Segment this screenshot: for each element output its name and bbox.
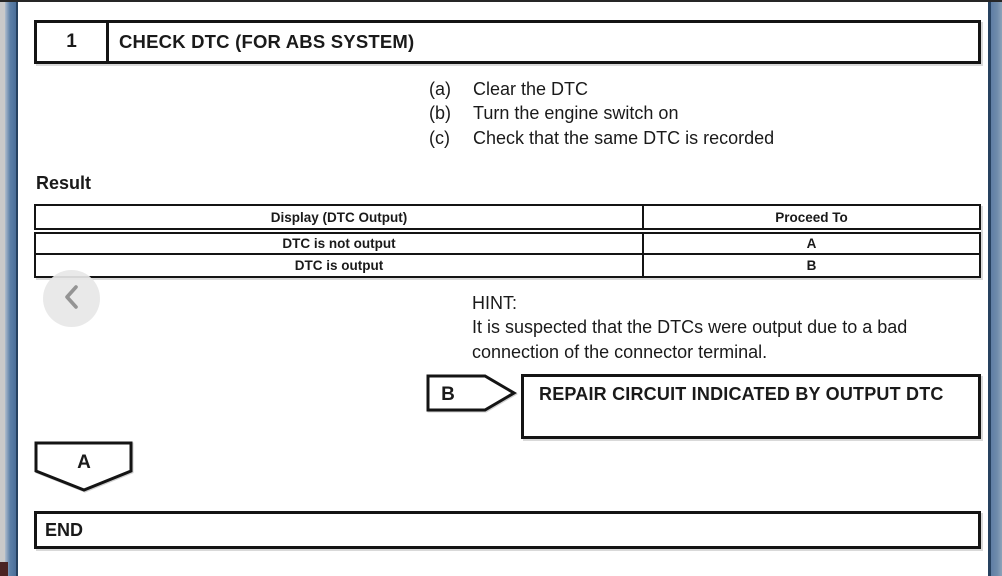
right-frame-navy-edge [988,0,991,576]
step-letter: (c) [429,127,450,148]
result-table-header-row: Display (DTC Output) Proceed To [34,204,981,234]
table-row: DTC is not output A [34,230,981,255]
end-label: END [45,519,84,540]
table-row: DTC is output B [34,253,981,278]
display-cell: DTC is not output [34,230,644,255]
left-frame-gray [0,0,5,576]
hint-label: HINT: [472,293,517,313]
connector-b-label: B [441,384,455,405]
proceed-cell: B [642,253,981,278]
hint-text: It is suspected that the DTCs were outpu… [472,317,908,362]
end-box: END [34,511,981,549]
chevron-left-icon [60,282,84,315]
right-frame-blue-bar [991,0,1002,576]
bottom-left-corner-block [0,562,8,576]
connector-b-arrow: B [426,374,517,412]
previous-page-button[interactable] [43,270,100,327]
result-heading: Result [36,173,92,193]
procedure-step: (a) Clear the DTC [429,77,774,101]
left-frame-blue-bar [5,0,18,576]
step-letter: (b) [429,103,451,124]
result-table: Display (DTC Output) Proceed To DTC is n… [34,204,981,278]
step-header-box: 1 CHECK DTC (FOR ABS SYSTEM) [34,20,981,64]
repair-instruction-box: REPAIR CIRCUIT INDICATED BY OUTPUT DTC [521,374,981,439]
column-header-proceed: Proceed To [642,204,981,234]
step-title: CHECK DTC (FOR ABS SYSTEM) [119,31,415,52]
step-text: Check that the same DTC is recorded [473,127,775,148]
step-letter: (a) [429,79,451,99]
window-top-edge [0,0,1002,2]
procedure-steps: (a) Clear the DTC (b) Turn the engine sw… [429,77,774,150]
display-cell: DTC is output [34,253,644,278]
procedure-step: (b) Turn the engine switch on [429,101,774,125]
step-number: 1 [37,23,109,61]
column-header-display: Display (DTC Output) [34,204,644,234]
procedure-step: (c) Check that the same DTC is recorded [429,126,774,150]
connector-a-pentagon: A [34,441,133,492]
hint-block: HINT: It is suspected that the DTCs were… [472,291,974,364]
step-text: Turn the engine switch on [473,103,679,124]
proceed-cell: A [642,230,981,255]
step-text: Clear the DTC [473,79,589,99]
connector-a-label: A [77,452,91,473]
